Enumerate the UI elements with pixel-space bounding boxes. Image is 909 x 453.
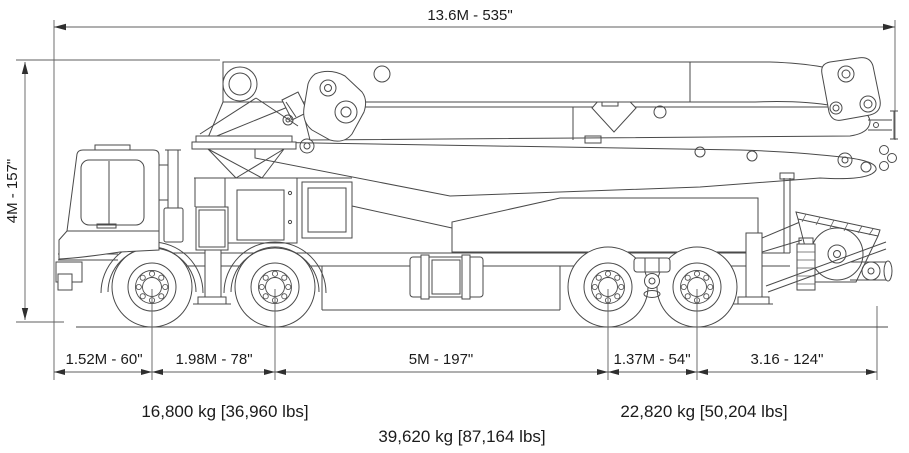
exhaust-stack [159,149,184,243]
equipment-boxes [224,177,353,244]
front-bumper [55,261,83,291]
overall-height-label: 4M - 157" [4,159,21,224]
cab-window [80,159,145,226]
axle3-axle4-label: 1.37M - 54" [613,351,690,368]
wheelbase-label: 5M - 197" [409,351,474,368]
boom-tip-knuckle [821,57,881,121]
overall-length-label: 13.6M - 535" [427,7,512,24]
axle-centerlines [151,289,698,380]
weight-labels: 16,800 kg [36,960 lbs] 39,620 kg [87,164… [141,402,787,446]
boom-section-3 [254,141,897,197]
rear-axle-detail [633,257,671,298]
rear-axle-weight-label: 22,820 kg [50,204 lbs] [620,402,787,421]
dimension-lines [21,23,895,375]
front-axle-weight-label: 16,800 kg [36,960 lbs] [141,402,308,421]
front-overhang-label: 1.52M - 60" [65,351,142,368]
rear-outrigger [733,232,773,305]
chassis-toolbox [409,254,484,300]
extension-lines [16,20,896,380]
axle1-axle2-label: 1.98M - 78" [175,351,252,368]
dimension-labels: 13.6M - 535" 4M - 157" 1.52M - 60" 1.98M… [4,7,823,368]
rear-hopper [761,172,893,293]
rear-overhang-label: 3.16 - 124" [751,351,824,368]
rear-body-panel [451,197,759,253]
truck-cab [58,144,160,260]
boom-pedestal [191,70,367,179]
total-weight-label: 39,620 kg [87,164 lbs] [378,427,545,446]
front-outrigger [193,206,231,305]
